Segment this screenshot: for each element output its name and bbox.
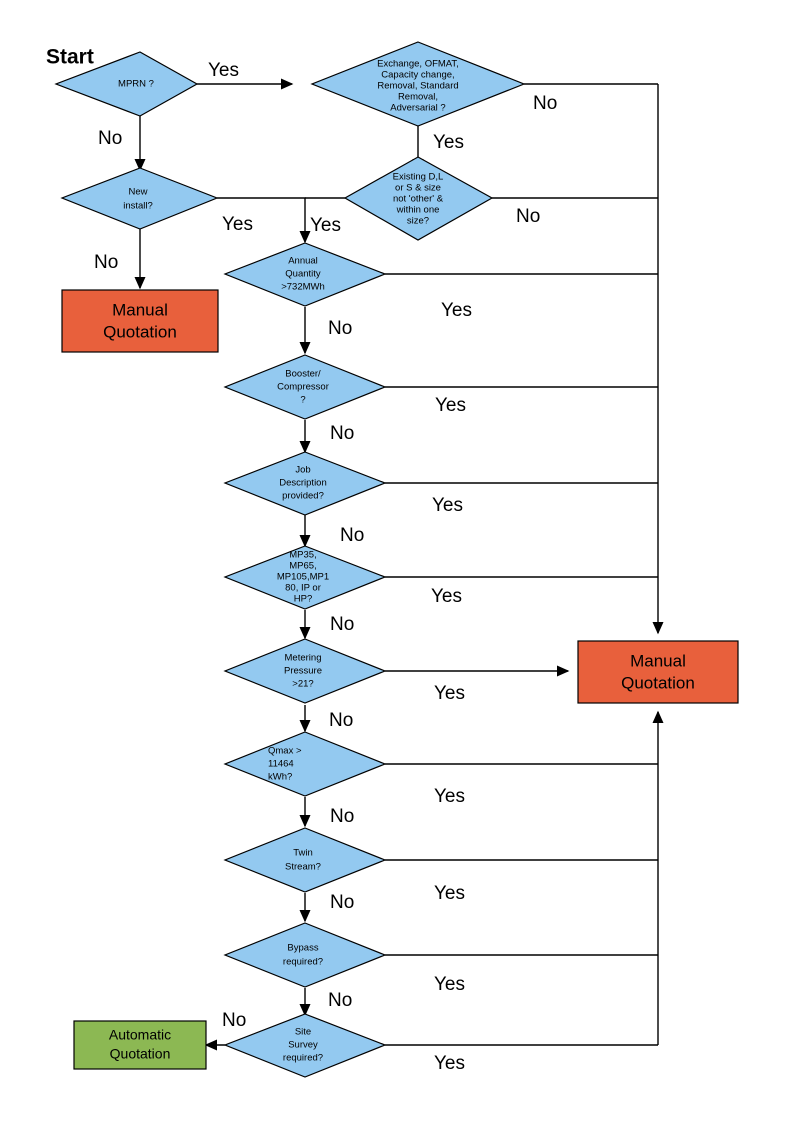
decision-booster-line-0: Booster/ [285,369,321,380]
label-bypass-no: No [328,990,352,1011]
decision-metering-pressure[interactable]: Metering Pressure >21? [223,638,387,704]
decision-meter-types-line-4: HP? [294,594,312,605]
manual-right-line-1: Quotation [621,673,695,692]
manual-right-line-0: Manual [630,651,686,670]
label-existing-no: No [516,206,540,227]
decision-existing-line-2: not 'other' & [393,194,444,205]
decision-mprn[interactable]: MPRN ? [54,51,199,117]
decision-new-install-line-0: New [128,187,147,198]
terminal-manual-quotation-right[interactable]: Manual Quotation [577,640,739,704]
label-mprn-yes: Yes [208,60,239,81]
decision-annual-quantity-line-1: Quantity [285,269,321,280]
label-job-description-yes: Yes [432,495,463,516]
decision-metering-pressure-line-0: Metering [285,653,322,664]
label-qmax-yes: Yes [434,786,465,807]
decision-bypass[interactable]: Bypass required? [223,922,387,988]
decision-booster-line-1: Compressor [277,382,329,393]
label-exchange-no: No [533,93,557,114]
decision-exchange-line-4: Adversarial ? [390,103,445,114]
label-twin-stream-no: No [330,892,354,913]
automatic-line-1: Quotation [110,1046,171,1062]
label-metering-pressure-yes: Yes [434,683,465,704]
decision-job-description-line-0: Job [295,465,310,476]
decision-job-description-line-1: Description [279,478,327,489]
decision-exchange-line-1: Capacity change, [381,70,454,81]
label-site-survey-yes: Yes [434,1053,465,1074]
decision-qmax-line-1: 11464 [268,759,294,770]
manual-left-line-1: Quotation [103,322,177,341]
decision-meter-types[interactable]: MP35, MP65, MP105,MP1 80, IP or HP? [223,545,387,610]
decision-meter-types-line-2: MP105,MP1 [277,572,329,583]
decision-exchange-line-3: Removal, [398,92,438,103]
decision-twin-stream-line-0: Twin [293,848,313,859]
decision-qmax-line-2: kWh? [268,772,292,783]
decision-metering-pressure-line-2: >21? [292,679,313,690]
start-label: Start [46,46,94,69]
decision-metering-pressure-line-1: Pressure [284,666,322,677]
decision-annual-quantity[interactable]: Annual Quantity >732MWh [223,242,387,307]
terminal-automatic-quotation[interactable]: Automatic Quotation [73,1020,207,1070]
label-exchange-yes: Yes [433,132,464,153]
decision-site-survey-line-1: Survey [288,1040,318,1051]
label-twin-stream-yes: Yes [434,883,465,904]
decision-meter-types-line-0: MP35, [289,550,316,561]
decision-new-install-line-1: install? [123,201,153,212]
decision-new-install[interactable]: New install? [60,167,219,230]
manual-left-line-0: Manual [112,300,168,319]
decision-job-description-line-2: provided? [282,491,324,502]
decision-exchange-line-0: Exchange, OFMAT, [377,59,459,70]
decision-job-description[interactable]: Job Description provided? [223,451,387,516]
decision-qmax-line-0: Qmax > [268,746,302,757]
label-annual-quantity-yes: Yes [441,300,472,321]
label-site-survey-no: No [222,1010,246,1031]
decision-site-survey-line-0: Site [295,1027,311,1038]
decision-existing-line-0: Existing D,L [393,172,444,183]
decision-mprn-line-0: MPRN ? [118,79,154,90]
label-mprn-no: No [98,128,122,149]
label-job-description-no: No [340,525,364,546]
label-annual-quantity-no: No [328,318,352,339]
decision-existing-line-1: or S & size [395,183,441,194]
label-bypass-yes: Yes [434,974,465,995]
decision-booster-line-2: ? [300,395,305,406]
decision-bypass-line-0: Bypass [287,943,318,954]
label-booster-yes: Yes [435,395,466,416]
decision-site-survey-line-2: required? [283,1053,323,1064]
decision-booster-compressor[interactable]: Booster/ Compressor ? [223,354,387,420]
decision-annual-quantity-line-0: Annual [288,256,318,267]
decision-exchange-line-2: Removal, Standard [377,81,458,92]
decision-meter-types-line-1: MP65, [289,561,316,572]
decision-existing-line-3: within one [396,205,440,216]
label-new-install-no: No [94,252,118,273]
decision-qmax[interactable]: Qmax > 11464 kWh? [223,731,387,797]
label-existing-yes: Yes [310,215,341,236]
label-qmax-no: No [330,806,354,827]
decision-existing-line-4: size? [407,216,429,227]
decision-bypass-line-1: required? [283,957,323,968]
automatic-line-0: Automatic [109,1027,171,1043]
decision-twin-stream[interactable]: Twin Stream? [223,827,387,893]
label-meter-types-yes: Yes [431,586,462,607]
decision-annual-quantity-line-2: >732MWh [281,282,325,293]
decision-site-survey[interactable]: Site Survey required? [223,1013,387,1078]
label-booster-no: No [330,423,354,444]
label-metering-pressure-no: No [329,710,353,731]
label-new-install-yes: Yes [222,214,253,235]
decision-meter-types-line-3: 80, IP or [285,583,321,594]
terminal-manual-quotation-left[interactable]: Manual Quotation [61,289,219,353]
decision-existing-dls[interactable]: Existing D,L or S & size not 'other' & w… [343,156,494,241]
decision-twin-stream-line-1: Stream? [285,862,321,873]
label-meter-types-no: No [330,614,354,635]
decision-exchange[interactable]: Exchange, OFMAT, Capacity change, Remova… [310,41,526,127]
